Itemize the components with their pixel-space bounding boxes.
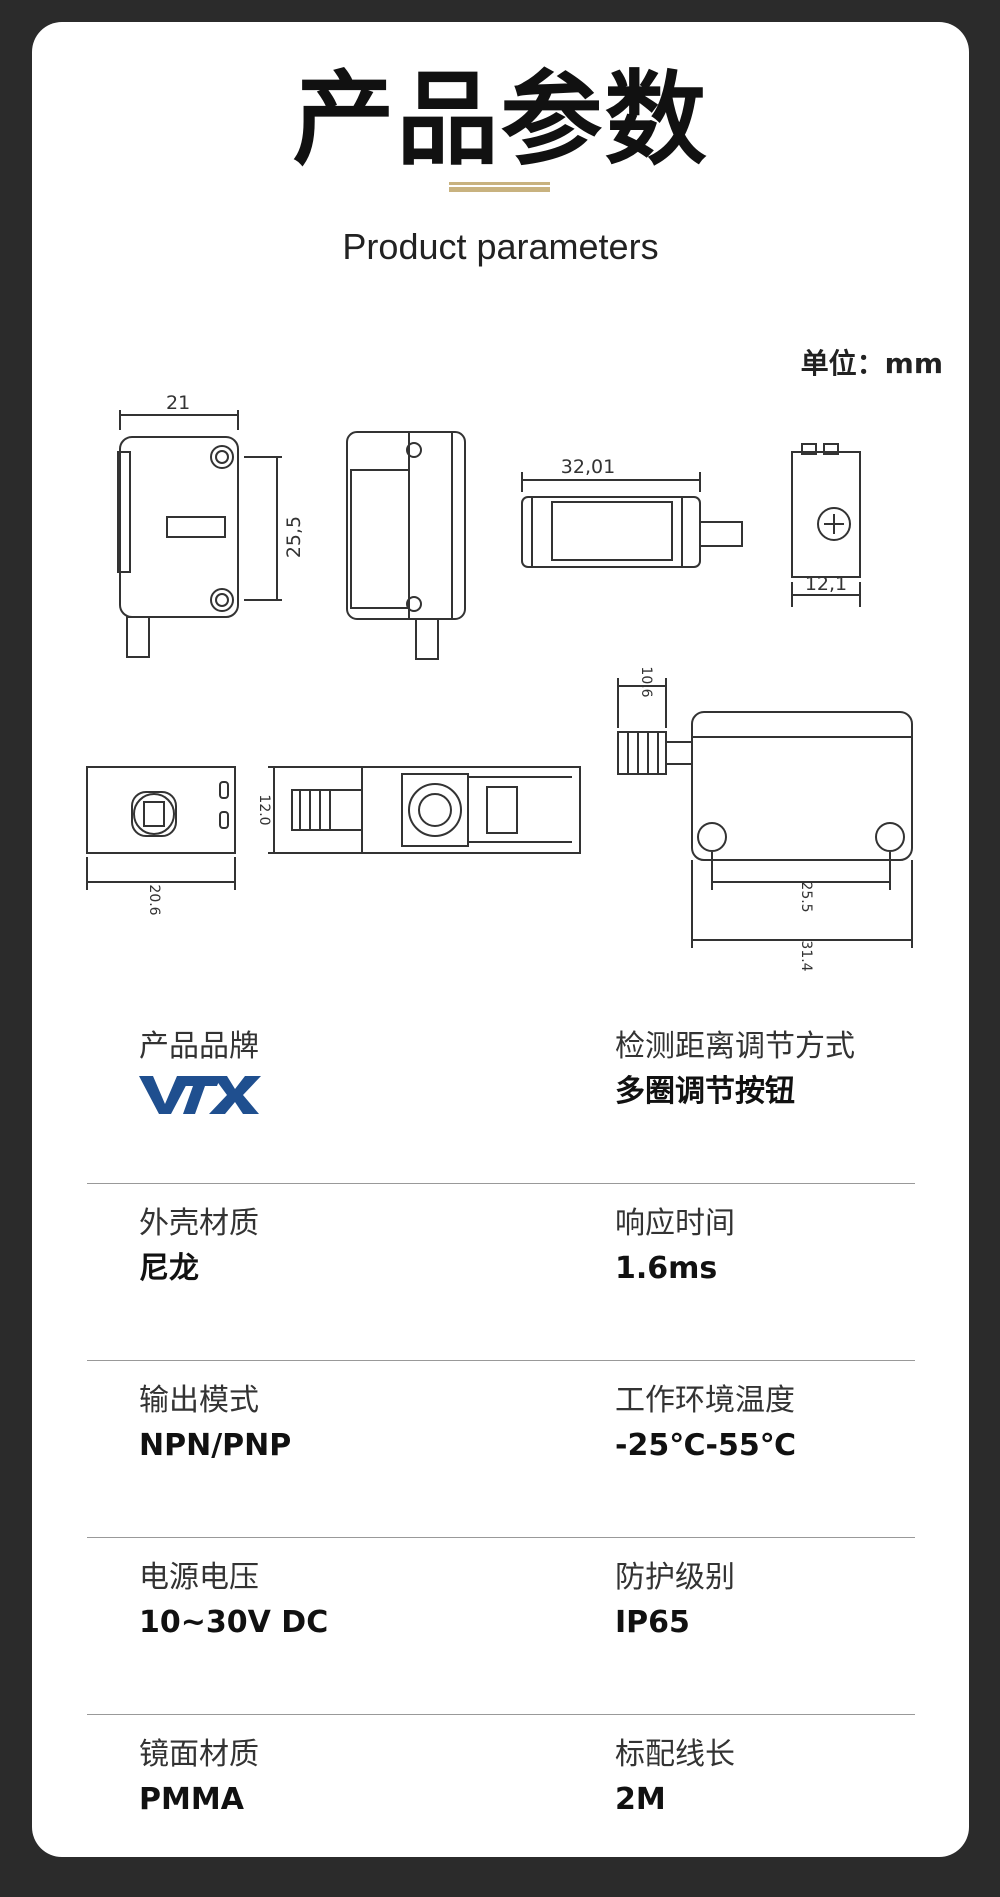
large-side-view (617, 678, 913, 948)
table-row: 电源电压 10~30V DC 防护级别 IP65 (87, 1538, 915, 1715)
side-view (117, 410, 282, 658)
spec-lens: 镜面材质 PMMA (139, 1735, 259, 1819)
unit-label: 单位：mm (800, 347, 943, 380)
spec-label: 产品品牌 (139, 1029, 259, 1064)
spec-label: 工作环境温度 (615, 1383, 795, 1418)
spec-output: 输出模式 NPN/PNP (139, 1381, 291, 1465)
title-underline (449, 182, 550, 192)
spec-label: 防护级别 (615, 1560, 735, 1595)
spec-label: 电源电压 (139, 1560, 259, 1595)
section-view (268, 766, 581, 854)
spec-value: 多圈调节按钮 (615, 1074, 795, 1109)
dim-25-5-large: 25.5 (798, 881, 814, 912)
dim-12-1: 12,1 (805, 573, 847, 595)
top-view (521, 472, 743, 568)
dim-21: 21 (166, 392, 190, 414)
dim-31-4: 31.4 (798, 940, 814, 971)
spec-cable-length: 标配线长 2M (615, 1735, 735, 1819)
page-title: 产品参数 (292, 61, 709, 180)
spec-brand: 产品品牌 (139, 1027, 263, 1120)
back-view (791, 443, 861, 607)
dim-12-0: 12.0 (256, 794, 272, 825)
technical-drawing: 21 25,5 32,01 12,1 10.6 12.0 20.6 25.5 3… (86, 392, 913, 972)
dim-20-6: 20.6 (146, 884, 162, 915)
spec-label: 检测距离调节方式 (615, 1029, 855, 1064)
spec-table: 产品品牌 检测距离调节方式 多圈调节按钮 外壳材质 (87, 1007, 915, 1857)
spec-voltage: 电源电压 10~30V DC (139, 1558, 328, 1642)
table-row: 镜面材质 PMMA 标配线长 2M (87, 1715, 915, 1857)
dim-10-6: 10.6 (638, 666, 654, 697)
spec-value: PMMA (139, 1782, 244, 1817)
spec-value: 2M (615, 1782, 666, 1817)
spec-label: 响应时间 (615, 1206, 735, 1241)
table-row: 输出模式 NPN/PNP 工作环境温度 -25℃-55℃ (87, 1361, 915, 1538)
spec-value: IP65 (615, 1605, 690, 1640)
spec-label: 外壳材质 (139, 1206, 259, 1241)
brand-logo (139, 1074, 263, 1120)
spec-value: NPN/PNP (139, 1428, 292, 1463)
table-row: 产品品牌 检测距离调节方式 多圈调节按钮 (87, 1007, 915, 1184)
front-view (346, 431, 466, 660)
spec-label: 输出模式 (139, 1383, 259, 1418)
spec-response-time: 响应时间 1.6ms (615, 1204, 735, 1288)
page-subtitle: Product parameters (342, 226, 659, 267)
table-row: 外壳材质 尼龙 响应时间 1.6ms (87, 1184, 915, 1361)
spec-adjust-method: 检测距离调节方式 多圈调节按钮 (615, 1027, 855, 1111)
dim-25-5: 25,5 (283, 516, 305, 558)
spec-protection: 防护级别 IP65 (615, 1558, 735, 1642)
spec-value: 1.6ms (615, 1251, 718, 1286)
spec-value: 尼龙 (139, 1251, 199, 1286)
spec-card: 产品参数 Product parameters 单位：mm (32, 22, 969, 1857)
spec-value: 10~30V DC (139, 1605, 329, 1640)
spec-value: -25℃-55℃ (615, 1428, 797, 1463)
spec-temperature: 工作环境温度 -25℃-55℃ (615, 1381, 796, 1465)
spec-label: 标配线长 (615, 1737, 735, 1772)
spec-label: 镜面材质 (139, 1737, 259, 1772)
spec-housing: 外壳材质 尼龙 (139, 1204, 259, 1288)
dim-32-01: 32,01 (561, 456, 615, 478)
end-view (86, 766, 236, 890)
